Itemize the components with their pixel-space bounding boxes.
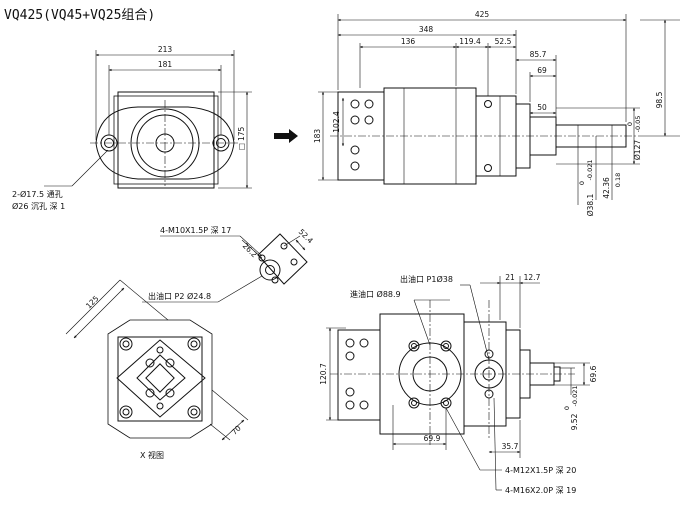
x-view-dims xyxy=(65,235,306,441)
front-view xyxy=(44,50,252,189)
side-tol-38-1: -0.021 xyxy=(586,160,594,181)
front-dim-175: 175 xyxy=(237,126,246,141)
x-dim-125: 125 xyxy=(84,294,101,311)
x-note-outlet-p2: 出油口 P2 Ø24.8 xyxy=(148,291,211,301)
side-tol-127: -0.05 xyxy=(634,116,642,133)
front-note-counterbore: Ø26 沉孔 深 1 xyxy=(12,201,65,211)
front-view-body xyxy=(90,91,240,189)
bottom-dim-9-52: 9.52 xyxy=(570,413,579,430)
side-dim-425: 425 xyxy=(475,10,490,19)
x-view-caption: X 视图 xyxy=(140,450,164,460)
bottom-dim-69-6: 69.6 xyxy=(589,365,598,382)
x-dim-70: 70 xyxy=(230,424,243,437)
bottom-note-outlet-p1: 出油口 P1Ø38 xyxy=(400,274,453,284)
front-dim-181: 181 xyxy=(158,60,173,69)
side-tol-42-36: 0.18 xyxy=(614,173,622,187)
x-note-thread: 4-M10X1.5P 深 17 xyxy=(160,226,231,235)
side-dim-127: Ø127 xyxy=(633,140,642,160)
bottom-note-inlet: 進油口 Ø88.9 xyxy=(350,289,401,299)
front-note-through-hole: 2-Ø17.5 通孔 xyxy=(12,189,63,199)
bottom-view-body xyxy=(330,300,575,445)
front-dim-square-prefix: □ xyxy=(237,143,246,150)
bottom-dim-21: 21 xyxy=(505,273,515,282)
x-view xyxy=(65,233,308,441)
side-dim-50: 50 xyxy=(537,103,547,112)
front-view-dims xyxy=(44,50,252,189)
side-dim-85-7: 85.7 xyxy=(530,50,547,59)
side-tol-127-zero: 0 xyxy=(626,122,634,126)
side-dim-183: 183 xyxy=(313,129,322,144)
drawing-title: VQ425(VQ45+VQ25组合) xyxy=(4,8,156,23)
side-dim-348: 348 xyxy=(419,25,434,34)
side-dim-52-5: 52.5 xyxy=(495,37,512,46)
bottom-note-m12: 4-M12X1.5P 深 20 xyxy=(505,466,576,475)
bottom-tol-9-52-zero: 0 xyxy=(563,406,571,410)
x-view-port-detail xyxy=(257,233,308,285)
side-dim-42-36: 42.36 xyxy=(602,177,611,199)
x-view-body xyxy=(107,319,213,439)
side-view-body xyxy=(330,87,640,185)
bottom-dim-69-9: 69.9 xyxy=(424,434,441,443)
front-dim-213: 213 xyxy=(158,45,173,54)
bottom-dim-12-7: 12.7 xyxy=(524,273,541,282)
side-dim-136: 136 xyxy=(401,37,416,46)
side-view-arrow xyxy=(274,129,298,143)
side-view xyxy=(274,14,680,205)
side-dim-69: 69 xyxy=(537,66,547,75)
side-dim-119-4: 119.4 xyxy=(459,37,481,46)
bottom-tol-9-52: -0.021 xyxy=(571,386,579,407)
side-dim-102-4: 102.4 xyxy=(332,111,341,133)
bottom-dim-35-7: 35.7 xyxy=(502,442,519,451)
side-view-dims xyxy=(318,14,680,205)
bottom-note-m16: 4-M16X2.0P 深 19 xyxy=(505,486,576,495)
x-dim-26-2: 26.2 xyxy=(241,241,259,259)
bottom-view-dims xyxy=(326,276,590,491)
bottom-view xyxy=(326,276,590,491)
side-dim-98-5: 98.5 xyxy=(655,91,664,108)
bottom-dim-120-7: 120.7 xyxy=(319,363,328,385)
side-dim-38-1: Ø38.1 xyxy=(586,193,595,216)
side-tol-38-1-zero: 0 xyxy=(578,181,586,185)
